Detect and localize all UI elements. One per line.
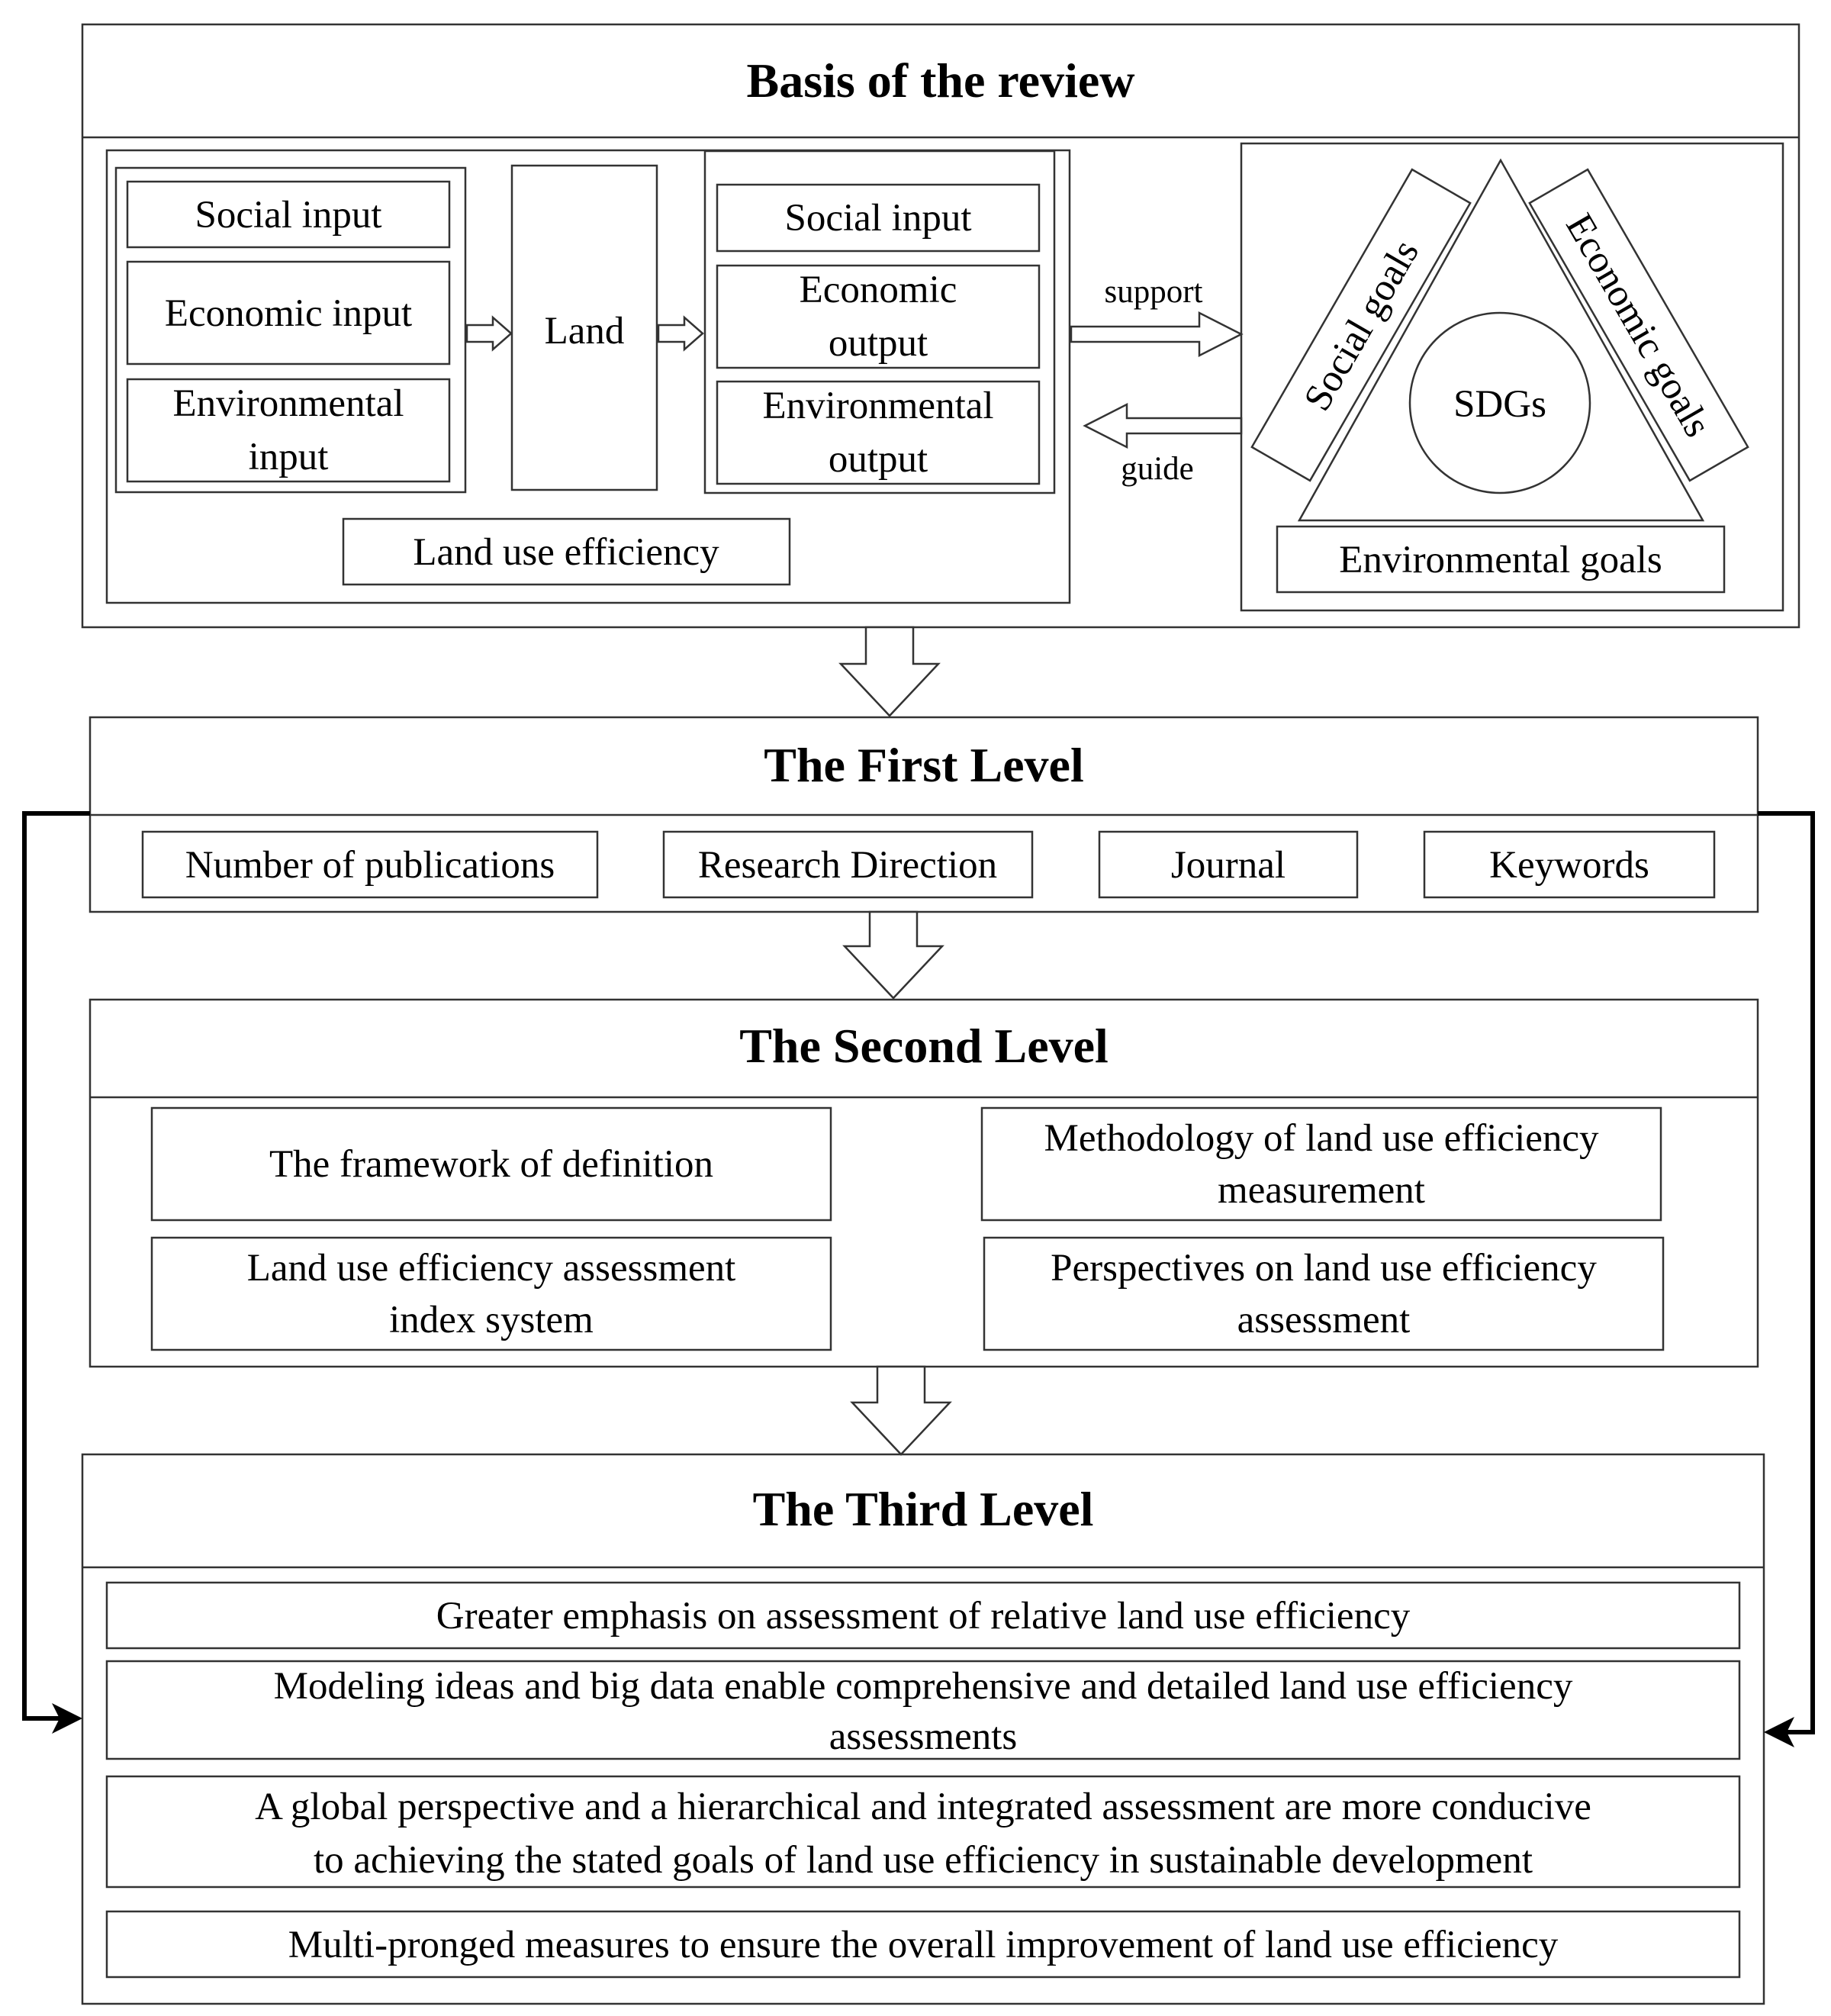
guide-label: guide bbox=[1121, 451, 1194, 487]
environmental-goals-label: Environmental goals bbox=[1339, 539, 1662, 581]
environmental-output-label-2: output bbox=[829, 438, 928, 481]
land-box bbox=[510, 164, 658, 491]
level2-item-methodology-1: Methodology of land use efficiency bbox=[1044, 1117, 1599, 1160]
sdgs-circle bbox=[1408, 311, 1591, 494]
level1-item-research-direction-box bbox=[662, 830, 1034, 899]
land-use-efficiency-label: Land use efficiency bbox=[413, 531, 719, 574]
environmental-input-label-1: Environmental bbox=[172, 382, 404, 425]
support-arrow bbox=[1070, 311, 1244, 358]
right-feedback-arrowhead bbox=[1764, 1717, 1794, 1747]
level2-item-methodology-box bbox=[980, 1106, 1662, 1222]
economic-goals-box bbox=[1528, 168, 1749, 482]
arrow-level1-to-level2 bbox=[842, 910, 944, 1000]
basis-frame bbox=[81, 23, 1800, 629]
inputs-group bbox=[114, 166, 467, 494]
social-output-label: Social input bbox=[784, 197, 971, 240]
level1-item-keywords-box bbox=[1423, 830, 1716, 899]
level3-item-global-perspective-box bbox=[105, 1775, 1741, 1889]
environmental-output-label-1: Environmental bbox=[762, 385, 993, 427]
social-output-box bbox=[716, 183, 1041, 253]
sdgs-label: SDGs bbox=[1453, 383, 1546, 426]
level3-item-relative-efficiency-box bbox=[105, 1581, 1741, 1650]
input-output-panel bbox=[105, 149, 1071, 604]
level2-item-index-system-1: Land use efficiency assessment bbox=[247, 1247, 736, 1290]
level3-item-global-perspective-2: to achieving the stated goals of land us… bbox=[314, 1839, 1533, 1882]
level3-item-global-perspective-1: A global perspective and a hierarchical … bbox=[255, 1786, 1591, 1828]
land-label: Land bbox=[545, 310, 625, 353]
guide-arrow bbox=[1083, 402, 1243, 449]
economic-input-label: Economic input bbox=[165, 292, 412, 335]
economic-output-label-2: output bbox=[829, 322, 928, 365]
level2-title: The Second Level bbox=[739, 1019, 1109, 1073]
level3-section: The Third Level Greater emphasis on asse… bbox=[81, 1453, 1765, 2005]
right-feedback-line bbox=[1758, 811, 1815, 1734]
level1-section: The First Level Number of publications R… bbox=[88, 716, 1759, 913]
left-feedback-line bbox=[22, 811, 90, 1721]
level3-item-modeling-2: assessments bbox=[829, 1715, 1017, 1758]
economic-output-label-1: Economic bbox=[800, 269, 957, 311]
level3-frame bbox=[81, 1453, 1765, 2005]
level2-item-index-system-box bbox=[150, 1236, 832, 1351]
left-feedback-arrowhead bbox=[52, 1703, 82, 1734]
level1-title: The First Level bbox=[764, 738, 1083, 792]
social-input-label: Social input bbox=[195, 194, 381, 237]
feedback-connectors bbox=[22, 811, 1815, 1747]
support-label: support bbox=[1105, 274, 1203, 310]
arrow-land-to-output bbox=[657, 315, 704, 352]
arrow-level2-to-level3 bbox=[850, 1365, 952, 1456]
economic-input-box bbox=[126, 260, 451, 366]
sdgs-panel bbox=[1240, 142, 1784, 612]
level1-item-research-direction: Research Direction bbox=[698, 844, 997, 887]
basis-title: Basis of the review bbox=[747, 53, 1135, 108]
environmental-goals-box bbox=[1276, 525, 1726, 594]
environmental-input-label-2: input bbox=[249, 436, 329, 478]
level2-item-methodology-2: measurement bbox=[1218, 1169, 1425, 1212]
level1-item-keywords: Keywords bbox=[1489, 844, 1649, 887]
social-input-box bbox=[126, 180, 451, 249]
level1-item-publications: Number of publications bbox=[185, 844, 555, 887]
arrow-basis-to-level1 bbox=[838, 626, 941, 717]
level1-item-journal: Journal bbox=[1171, 844, 1286, 887]
level2-item-perspectives-box bbox=[983, 1236, 1665, 1351]
basis-section: Basis of the review Social input Economi… bbox=[81, 23, 1800, 629]
level2-item-index-system-2: index system bbox=[389, 1299, 594, 1341]
level3-item-multi-pronged: Multi-pronged measures to ensure the ove… bbox=[288, 1924, 1559, 1966]
level2-item-framework-box bbox=[150, 1106, 832, 1222]
level3-item-multi-pronged-box bbox=[105, 1910, 1741, 1979]
environmental-input-box bbox=[126, 378, 451, 483]
level2-item-framework: The framework of definition bbox=[269, 1143, 713, 1186]
social-goals-box bbox=[1250, 168, 1472, 482]
level2-item-perspectives-2: assessment bbox=[1237, 1299, 1411, 1341]
level3-item-relative-efficiency: Greater emphasis on assessment of relati… bbox=[436, 1595, 1411, 1638]
level3-item-modeling-1: Modeling ideas and big data enable compr… bbox=[274, 1665, 1573, 1708]
level1-item-publications-box bbox=[141, 830, 599, 899]
economic-output-box bbox=[716, 264, 1041, 369]
land-use-efficiency-box bbox=[342, 517, 791, 586]
level3-item-modeling-box bbox=[105, 1660, 1741, 1760]
arrow-input-to-land bbox=[465, 315, 513, 352]
outputs-group bbox=[703, 150, 1056, 494]
level2-section: The Second Level The framework of defini… bbox=[88, 998, 1759, 1368]
level3-title: The Third Level bbox=[753, 1482, 1094, 1536]
environmental-output-box bbox=[716, 380, 1041, 485]
level2-item-perspectives-1: Perspectives on land use efficiency bbox=[1051, 1247, 1597, 1290]
level1-item-journal-box bbox=[1098, 830, 1359, 899]
